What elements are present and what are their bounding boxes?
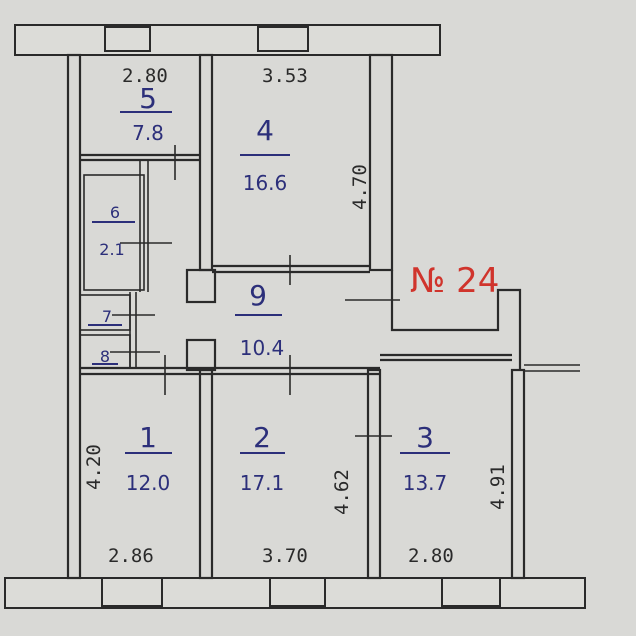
top-wall bbox=[14, 24, 441, 56]
room-2-label: 2 17.1 bbox=[240, 421, 285, 495]
room-number: 6 bbox=[110, 203, 120, 222]
room-3-label: 3 13.7 bbox=[400, 421, 450, 495]
room-area: 17.1 bbox=[240, 471, 285, 495]
dimension-bottom-room1: 2.86 bbox=[108, 545, 154, 567]
room-number: 5 bbox=[139, 82, 157, 115]
room-number: 8 bbox=[100, 347, 110, 366]
room-4-label: 4 16.6 bbox=[240, 114, 290, 195]
walls bbox=[66, 53, 580, 580]
dimension-room1-side: 4.20 bbox=[83, 444, 105, 490]
room-8-label: 8 bbox=[92, 347, 118, 366]
room-1-label: 1 12.0 bbox=[125, 421, 172, 495]
dimension-room4-side: 4.70 bbox=[349, 164, 371, 210]
dimension-bottom-room2: 3.70 bbox=[262, 545, 308, 567]
room-9-label: 9 10.4 bbox=[235, 279, 284, 360]
dimension-room2-side: 4.62 bbox=[331, 469, 353, 515]
room-area: 10.4 bbox=[240, 336, 285, 360]
room-area: 16.6 bbox=[243, 171, 288, 195]
apartment-number-label: № 24 bbox=[410, 261, 499, 301]
dimension-bottom-room3: 2.80 bbox=[408, 545, 454, 567]
room-5-label: 5 7.8 bbox=[120, 82, 172, 145]
room-6-label: 6 2.1 bbox=[92, 203, 135, 259]
dimension-top-room5: 2.80 bbox=[122, 65, 168, 87]
dimension-top-room4: 3.53 bbox=[262, 65, 308, 87]
room-number: 9 bbox=[249, 279, 267, 312]
room-area: 2.1 bbox=[99, 240, 124, 259]
room-number: 7 bbox=[102, 307, 112, 326]
room-area: 13.7 bbox=[403, 471, 448, 495]
dimension-room3-side: 4.91 bbox=[487, 464, 509, 510]
room-number: 1 bbox=[139, 421, 157, 454]
room-number: 2 bbox=[253, 421, 271, 454]
bottom-wall bbox=[4, 577, 586, 609]
room-number: 3 bbox=[416, 421, 434, 454]
room-number: 4 bbox=[256, 114, 274, 147]
room-area: 7.8 bbox=[132, 121, 164, 145]
room-7-label: 7 bbox=[88, 307, 122, 326]
room-area: 12.0 bbox=[126, 471, 171, 495]
